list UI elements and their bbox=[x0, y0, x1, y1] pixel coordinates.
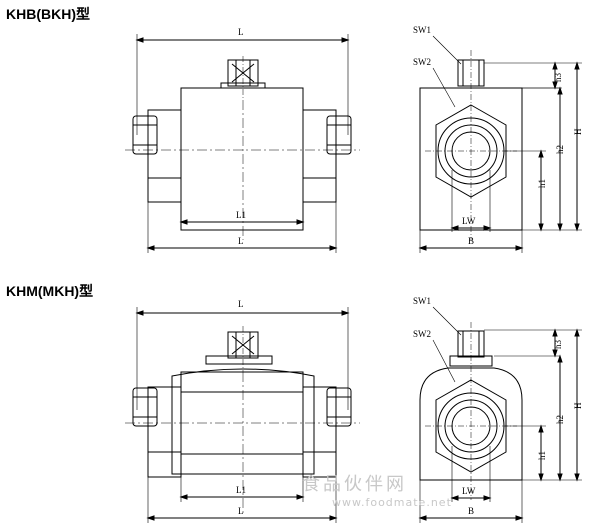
dim-B-khm: B bbox=[468, 506, 474, 516]
dim-L1-khm: L1 bbox=[236, 485, 246, 495]
khb-side-view: L L1 L bbox=[125, 27, 360, 253]
dim-B-top: B bbox=[468, 236, 474, 246]
khm-end-view: SW1 SW2 h3 H h2 h1 LW bbox=[413, 296, 583, 523]
dim-h2-khm: h2 bbox=[555, 415, 565, 424]
label-sw1-khm: SW1 bbox=[413, 296, 431, 306]
dim-LW-khm: LW bbox=[462, 486, 476, 496]
watermark-url: www.foodmate.net bbox=[332, 496, 452, 509]
label-sw2-khm: SW2 bbox=[413, 329, 431, 339]
dim-LW-top: LW bbox=[462, 216, 476, 226]
dim-h1-khm: h1 bbox=[537, 451, 547, 460]
khm-side-view: L L1 L bbox=[125, 299, 360, 523]
dim-L1-top: L1 bbox=[236, 210, 246, 220]
dim-H-khm: H bbox=[573, 402, 583, 409]
dim-L-top-khm: L bbox=[238, 299, 244, 309]
label-sw1-top: SW1 bbox=[413, 25, 431, 35]
dim-H-top: H bbox=[573, 128, 583, 135]
dim-L-bottom-top: L bbox=[238, 236, 244, 246]
dim-h3-top: h3 bbox=[553, 73, 563, 83]
watermark: 食品伙伴网 www.foodmate.net bbox=[302, 470, 452, 509]
khb-end-view: SW1 SW2 h3 H h2 h1 LW bbox=[413, 25, 583, 253]
dim-L-bottom-khm: L bbox=[238, 506, 244, 516]
label-sw2-top: SW2 bbox=[413, 57, 431, 67]
title-khm: KHM(MKH)型 bbox=[6, 283, 94, 299]
dim-h2-top: h2 bbox=[555, 145, 565, 154]
title-khb: KHB(BKH)型 bbox=[6, 6, 90, 22]
watermark-text: 食品伙伴网 bbox=[302, 474, 407, 495]
dim-h1-top: h1 bbox=[537, 179, 547, 188]
dim-L-top: L bbox=[238, 27, 244, 37]
dim-h3-khm: h3 bbox=[553, 340, 563, 350]
